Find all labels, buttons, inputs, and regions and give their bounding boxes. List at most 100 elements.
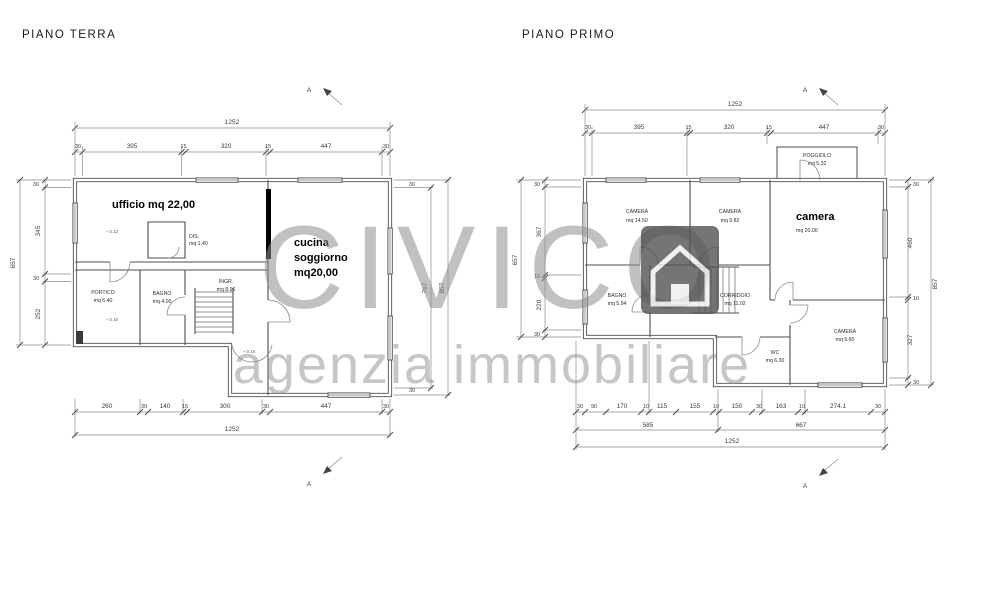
section-label: A <box>307 87 312 94</box>
room-label-corridoio: CORRIDOIO <box>720 293 750 299</box>
room-area-portico: mq 6.40 <box>94 298 113 304</box>
dim-seg: 115 <box>657 403 668 410</box>
dim-seg: 10 <box>643 404 649 410</box>
right-dimensions: 30 460 10 327 30 857 <box>889 176 939 389</box>
section-arrow-icon <box>819 468 828 476</box>
room-labels: CAMERA mq 14.50 CAMERA mq 9.82 camera mq… <box>608 209 857 364</box>
room-label-poggiolo: POGGIOLO <box>803 153 831 159</box>
pillar <box>76 331 83 344</box>
dim-seg: 797 <box>422 282 429 293</box>
section-label: A <box>803 483 808 490</box>
room-area-poggiolo: mq 5.32 <box>808 161 827 167</box>
dim-seg: 220 <box>536 299 543 310</box>
room-label-bagno: BAGNO <box>153 291 172 297</box>
dim-seg: 260 <box>102 403 113 410</box>
house-logo-icon <box>641 226 719 314</box>
dim-seg: 252 <box>35 308 42 319</box>
windows <box>582 177 888 388</box>
room-label-soggiorno: soggiorno <box>294 252 348 264</box>
room-label-wc: WC <box>771 350 780 356</box>
dim-seg: 30 <box>263 404 269 410</box>
level-marker: + 0.12 <box>106 229 119 234</box>
dim-seg: 30 <box>383 404 389 410</box>
dim-seg: 320 <box>724 124 735 131</box>
room-label-camera4: CAMERA <box>834 329 857 335</box>
windows <box>72 177 393 398</box>
dim-seg: 15 <box>180 144 186 150</box>
room-area-camera3: mq 20.00 <box>796 228 818 234</box>
dim-seg: 30 <box>409 182 415 188</box>
piano-terra-plan: PIANO TERRA A 1252 30 395 15 320 15 447 … <box>10 29 452 488</box>
dim-total-top: 1252 <box>728 101 743 108</box>
room-area-wc: mq 6.30 <box>766 358 785 364</box>
room-labels: ufficio mq 22,00 DIS. mq 1.40 cucina sog… <box>91 199 348 354</box>
dim-seg: 447 <box>819 124 830 131</box>
dim-seg: 447 <box>321 143 332 150</box>
dim-seg: 10 <box>913 296 919 302</box>
exterior-walls <box>72 177 393 398</box>
room-label-camera3: camera <box>796 211 835 223</box>
section-label: A <box>803 87 808 94</box>
top-dimensions: 1252 30 395 15 320 15 447 30 <box>581 101 889 176</box>
dim-seg: 170 <box>617 403 628 410</box>
dim-seg: 30 <box>75 144 81 150</box>
room-area-bagno: mq 5.94 <box>608 301 627 307</box>
dim-subtotal: 667 <box>796 422 807 429</box>
dim-seg: 30 <box>875 404 881 410</box>
section-arrow-icon <box>323 88 332 96</box>
watermark-brand: CIVICO <box>259 202 726 334</box>
dim-seg: 345 <box>35 225 42 236</box>
dim-seg: 30 <box>913 182 919 188</box>
dim-seg: 274.1 <box>830 403 847 410</box>
section-arrow-icon <box>819 88 828 96</box>
section-arrow-icon <box>323 466 332 474</box>
section-marker-a-top-right: A <box>803 87 839 106</box>
room-label-ufficio: ufficio mq 22,00 <box>112 199 195 211</box>
dim-seg: 140 <box>160 403 171 410</box>
room-label-bagno: BAGNO <box>608 293 627 299</box>
left-dimensions: 30 345 30 252 657 <box>10 176 71 349</box>
dim-seg: 30 <box>409 388 415 394</box>
plan-title-piano-primo: PIANO PRIMO <box>522 29 615 41</box>
dim-total-right: 857 <box>439 282 446 293</box>
dim-seg: 30 <box>577 404 583 410</box>
dim-seg: 155 <box>690 403 701 410</box>
dim-seg: 30 <box>141 404 147 410</box>
section-marker-a-bottom-right: A <box>803 458 839 490</box>
dim-total-bottom: 1252 <box>225 426 240 433</box>
dim-seg: 30 <box>878 125 884 131</box>
dim-seg: 15 <box>685 125 691 131</box>
dim-seg: 320 <box>221 143 232 150</box>
dim-subtotal: 585 <box>643 422 654 429</box>
room-label-camera1: CAMERA <box>626 209 649 215</box>
dim-seg: 395 <box>127 143 138 150</box>
room-area-ingresso: mq 8.96 <box>217 287 236 293</box>
top-dimensions: 1252 30 395 15 320 15 447 30 <box>71 119 394 176</box>
dim-seg: 447 <box>321 403 332 410</box>
dim-seg: 395 <box>634 124 645 131</box>
dim-seg: 30 <box>756 404 762 410</box>
balcony-poggiolo: POGGIOLO mq 5.32 <box>776 146 858 181</box>
section-marker-a-top-left: A <box>307 87 343 106</box>
dim-seg: 30 <box>383 144 389 150</box>
watermark: CIVICO agenzia immobiliare <box>233 202 749 395</box>
dim-seg: 30 <box>33 182 39 188</box>
room-area-bagno: mq 4.00 <box>153 299 172 305</box>
left-dimensions: 30 367 10 220 30 657 <box>512 176 581 341</box>
dim-seg: 15 <box>182 404 188 410</box>
dim-seg: 460 <box>907 237 914 248</box>
room-area-camera4: mq 9.60 <box>836 337 855 343</box>
dim-seg: 367 <box>536 226 543 237</box>
room-area-cucina: mq20,00 <box>294 267 338 279</box>
room-area-camera2: mq 9.82 <box>721 218 740 224</box>
dim-seg: 15 <box>766 125 772 131</box>
exterior-walls <box>582 177 888 388</box>
dim-total-left: 657 <box>10 257 17 268</box>
interior-walls <box>75 180 271 395</box>
dim-seg: 10 <box>799 404 805 410</box>
room-area-corridoio: mq 11.02 <box>724 301 745 307</box>
room-label-portico: PORTICO <box>91 290 115 296</box>
thick-wall-fill <box>266 189 271 259</box>
dim-seg: 30 <box>913 380 919 386</box>
level-marker: + 0.16 <box>106 317 119 322</box>
